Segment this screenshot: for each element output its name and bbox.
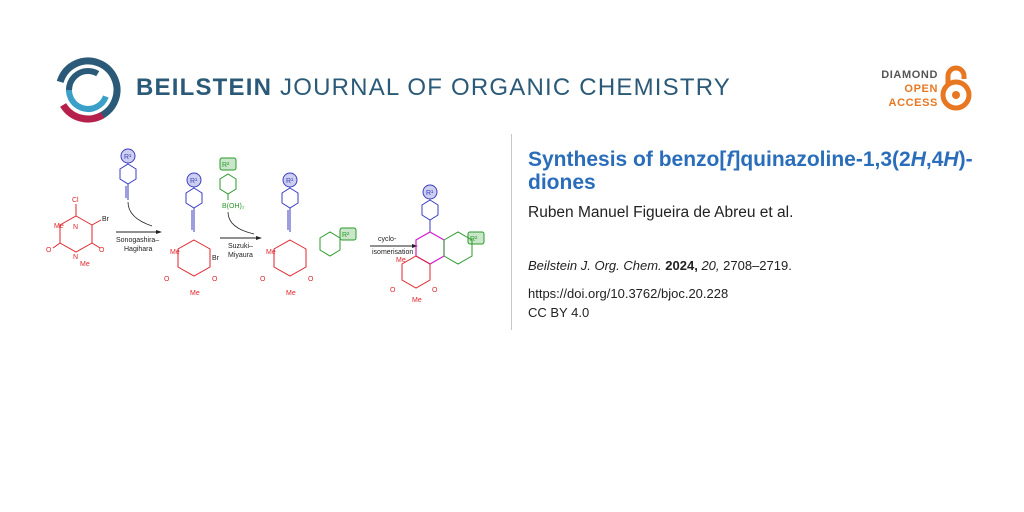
label-cl: Cl — [72, 197, 79, 204]
step3-line1: cyclo- — [378, 236, 397, 243]
label-o-8: O — [432, 287, 438, 294]
label-n-2: N — [73, 254, 78, 261]
step2-line2: Miyaura — [228, 252, 253, 259]
title-part3: ,4 — [925, 148, 944, 171]
authors: Ruben Manuel Figueira de Abreu et al. — [528, 204, 794, 221]
label-o-1: O — [46, 247, 52, 254]
label-me-1: Me — [54, 223, 64, 230]
label-r1-d: R¹ — [426, 190, 434, 197]
label-r2-b: R² — [342, 232, 350, 239]
starting-material — [52, 204, 102, 253]
title-part4: )-diones — [528, 148, 973, 194]
label-me-5: Me — [266, 249, 276, 256]
oa-line-diamond: DIAMOND — [881, 69, 938, 81]
journal-name-bold: BEILSTEIN — [136, 74, 273, 101]
label-o-3: O — [164, 276, 170, 283]
label-o-4: O — [212, 276, 218, 283]
citation-journal: Beilstein J. Org. Chem. — [528, 258, 662, 273]
label-br-2: Br — [212, 255, 220, 262]
doi-link[interactable]: https://doi.org/10.3762/bjoc.20.228 — [528, 286, 729, 301]
reaction-scheme: Cl Br Me N O O N Me R¹ Sonogashira– Hagi… — [46, 148, 485, 304]
label-o-2: O — [99, 247, 105, 254]
label-me-4: Me — [190, 290, 200, 297]
label-r2-c: R² — [470, 236, 478, 243]
step1-line2: Hagihara — [124, 246, 153, 253]
oa-line-open: OPEN — [904, 83, 938, 95]
label-me-3: Me — [170, 249, 180, 256]
step3-line2: isomerisation — [372, 249, 413, 256]
label-o-6: O — [308, 276, 314, 283]
alkyne-reagent — [119, 148, 137, 200]
label-me-7: Me — [396, 257, 406, 264]
open-lock-icon — [940, 65, 972, 111]
citation-pages: 2708–2719. — [723, 258, 792, 273]
title-italic1: f — [726, 148, 734, 171]
journal-name-rest: JOURNAL OF ORGANIC CHEMISTRY — [272, 74, 731, 101]
label-me-6: Me — [286, 290, 296, 297]
title-part2: ]quinazoline-1,3(2 — [733, 148, 911, 171]
step1-line1: Sonogashira– — [116, 237, 159, 244]
title-part1: Synthesis of benzo[ — [528, 148, 727, 171]
label-r1-c: R¹ — [286, 178, 294, 185]
label-me-2: Me — [80, 261, 90, 268]
license: CC BY 4.0 — [528, 305, 590, 320]
citation-year: 2024, — [665, 258, 698, 273]
title-italic2: H — [910, 148, 926, 171]
journal-logo-icon — [55, 57, 121, 123]
divider — [511, 134, 512, 330]
citation-volume: 20, — [701, 258, 720, 273]
oa-line-access: ACCESS — [888, 97, 938, 109]
journal-name[interactable]: BEILSTEIN JOURNAL OF ORGANIC CHEMISTRY — [136, 74, 731, 102]
label-me-8: Me — [412, 297, 422, 304]
label-o-7: O — [390, 287, 396, 294]
citation: Beilstein J. Org. Chem. 2024, 20, 2708–2… — [528, 258, 792, 273]
label-o-5: O — [260, 276, 266, 283]
label-r2-a: R² — [222, 162, 230, 169]
label-boronic: B(OH)₂ — [222, 203, 245, 210]
label-br-1: Br — [102, 216, 110, 223]
open-access-badge: DIAMOND OPEN ACCESS — [866, 65, 976, 115]
title-italic3: H — [943, 148, 959, 171]
step2-line1: Suzuki– — [228, 243, 253, 250]
label-r1-a: R¹ — [124, 154, 132, 161]
article-title[interactable]: Synthesis of benzo[f]quinazoline-1,3(2H,… — [528, 148, 978, 194]
label-n-1: N — [73, 224, 78, 231]
label-r1-b: R¹ — [190, 178, 198, 185]
